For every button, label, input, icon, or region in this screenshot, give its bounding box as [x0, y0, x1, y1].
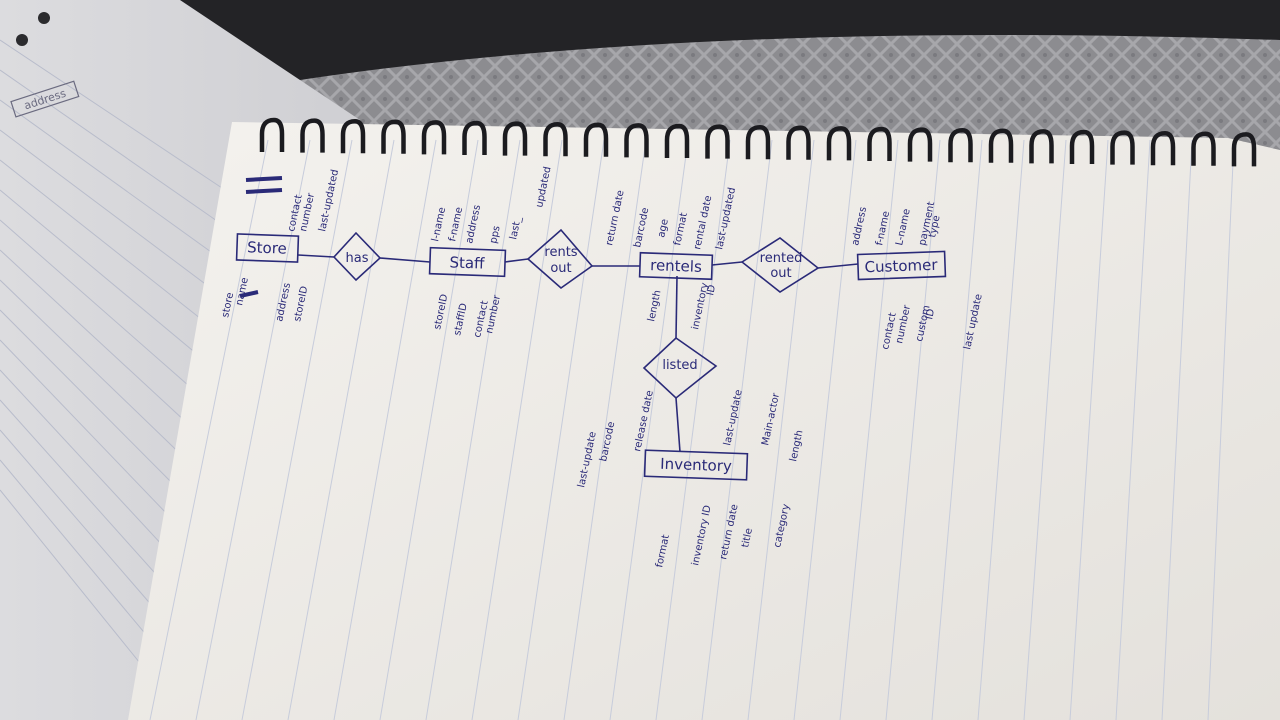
entity-rentals: rentels	[638, 251, 714, 281]
entity-inventory-label: Inventory	[660, 455, 732, 475]
notebook-page	[128, 122, 1280, 720]
ruled-line	[1161, 139, 1193, 720]
spiral-ring	[543, 121, 568, 157]
crossed-out-scribble	[239, 290, 259, 298]
relationship-listed-label: listed	[662, 358, 697, 373]
crossed-out-scribble	[245, 176, 283, 182]
spiral-ring	[867, 126, 892, 161]
entity-customer-label: Customer	[864, 256, 938, 277]
relationship-rented-out: rented out	[740, 237, 820, 293]
spiral-ring	[340, 118, 366, 154]
relationship-rented-out-label-1: rented	[760, 251, 803, 266]
spiral-ring	[421, 120, 447, 155]
spiral-ring	[948, 127, 973, 163]
ruled-line	[609, 139, 689, 720]
attr-store-store: store	[220, 292, 236, 319]
ruled-line	[793, 139, 857, 720]
entity-store-label: Store	[247, 238, 287, 257]
spiral-ring	[1110, 130, 1135, 165]
ruled-lines	[149, 139, 1235, 720]
ruled-line	[839, 139, 899, 720]
ruled-line	[1023, 139, 1067, 720]
spiral-ring	[907, 127, 933, 162]
spiral-ring	[1150, 130, 1176, 166]
ruled-line	[563, 139, 647, 720]
ruled-line	[747, 139, 815, 720]
spiral-binding	[259, 117, 1257, 167]
spiral-ring	[1231, 132, 1257, 167]
attr-customer-id: ID	[924, 308, 937, 321]
crossed-out-scribble	[245, 188, 283, 194]
spiral-ring	[502, 121, 528, 156]
entity-staff: Staff	[428, 246, 507, 278]
attr-staff-pps: pps	[488, 225, 502, 245]
ruled-line	[1207, 139, 1235, 720]
spiral-ring	[1191, 131, 1216, 166]
relationship-rents-out-label-1: rents	[544, 245, 577, 260]
ruled-line	[425, 139, 521, 720]
attr-customer-type: type	[927, 214, 942, 238]
attr-inventory-title: title	[740, 527, 755, 548]
entity-staff-label: Staff	[449, 253, 485, 272]
ruled-line	[1069, 139, 1109, 720]
entity-rentals-label: rentels	[650, 256, 702, 276]
entity-inventory: Inventory	[643, 449, 749, 481]
ruled-line	[517, 139, 605, 720]
ruled-line	[287, 139, 395, 720]
ruled-line	[379, 139, 479, 720]
ruled-line	[931, 139, 983, 720]
ruled-line	[333, 139, 437, 720]
ruled-line	[655, 139, 731, 720]
connector-lines	[297, 254, 859, 453]
spiral-ring	[259, 117, 285, 152]
spiral-ring	[745, 124, 771, 160]
relationship-rents-out: rents out	[526, 228, 594, 290]
attr-rentals-id: ID	[705, 284, 718, 297]
spiral-ring	[826, 126, 852, 161]
spiral-ring	[381, 119, 406, 154]
spiral-ring	[664, 123, 690, 158]
spiral-ring	[705, 124, 730, 159]
entity-store: Store	[235, 233, 300, 263]
spiral-ring	[786, 125, 811, 160]
ruled-line	[241, 139, 353, 720]
spiral-ring	[988, 128, 1014, 163]
relationship-rented-out-label-2: out	[770, 266, 791, 281]
ruled-line	[471, 139, 563, 720]
ruled-line	[885, 139, 941, 720]
relationship-has-label: has	[346, 251, 369, 266]
ruled-line	[1115, 139, 1151, 720]
entity-customer: Customer	[856, 250, 947, 281]
ruled-line	[977, 139, 1025, 720]
relationship-rents-out-label-2: out	[550, 261, 571, 276]
ruled-line	[195, 139, 311, 720]
attr-staff-last: last_	[508, 215, 524, 241]
spiral-ring	[1029, 129, 1054, 164]
spiral-ring	[462, 120, 487, 155]
attr-rentals-age: age	[656, 218, 671, 239]
spiral-ring	[624, 123, 649, 158]
spiral-ring	[1069, 129, 1095, 164]
spiral-ring	[300, 118, 325, 153]
spiral-ring	[583, 122, 609, 157]
ruled-line	[149, 139, 269, 720]
ruled-line	[701, 139, 773, 720]
relationship-listed: listed	[642, 336, 718, 400]
relationship-has: has	[332, 231, 382, 282]
